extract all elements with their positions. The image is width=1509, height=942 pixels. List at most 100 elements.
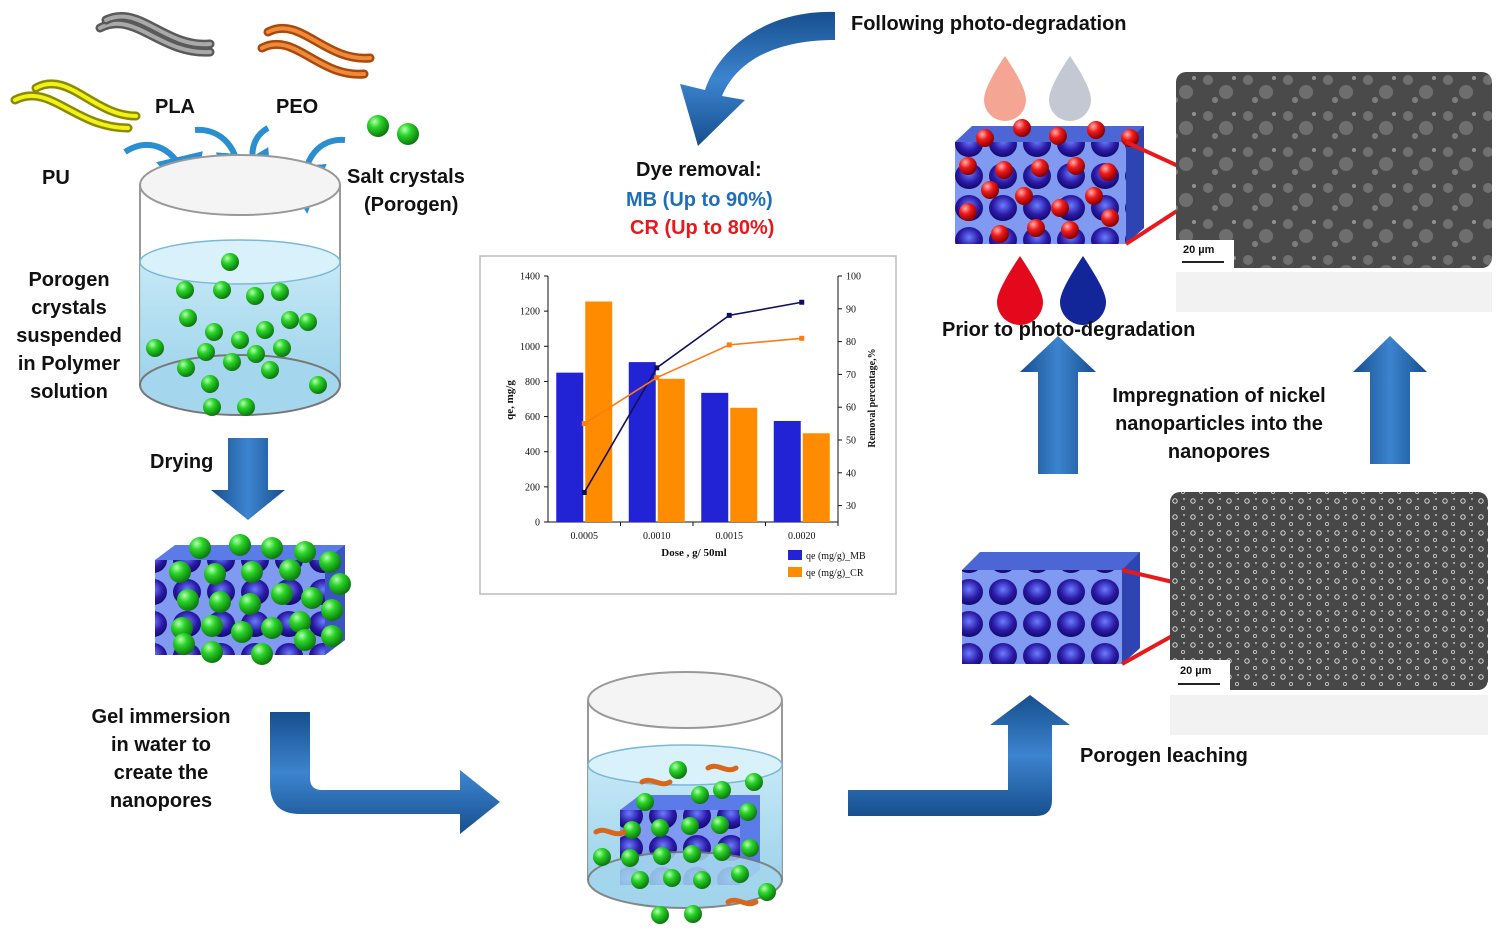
beaker-polymer-solution	[139, 154, 341, 416]
y2-tick-label: 60	[846, 403, 856, 414]
porogen-crystal-icon	[176, 281, 194, 299]
porogen-crystal-icon	[246, 287, 264, 305]
nickel-nanoparticle-icon	[976, 129, 994, 147]
impregnation-line: nanoparticles into the	[1115, 413, 1323, 435]
bar-cr	[730, 407, 758, 522]
dye-removal-chart: 0200400600800100012001400304050607080901…	[520, 272, 861, 543]
porogen-crystal-icon	[739, 803, 757, 821]
porogen-crystal-icon	[621, 849, 639, 867]
faded-mb-drop-icon	[1049, 56, 1091, 121]
removal-point-cr	[581, 421, 587, 427]
gel-immersion-line: Gel immersion	[91, 706, 231, 728]
porogen-crystal-icon	[281, 311, 299, 329]
porogen-crystal-icon	[299, 313, 317, 331]
nickel-nanoparticle-icon	[1087, 121, 1105, 139]
porogen-crystal-icon	[201, 641, 223, 663]
cr-dye-drop-icon	[997, 256, 1043, 325]
nickel-nanoparticle-icon	[1031, 159, 1049, 177]
label-dye-removal: Dye removal:	[636, 159, 762, 181]
porogen-crystal-icon	[205, 323, 223, 341]
nickel-nanoparticle-icon	[1013, 119, 1031, 137]
bar-mb	[556, 372, 584, 522]
chart-xlabel: Dose , g/ 50ml	[661, 547, 726, 559]
label-porogen-paren: (Porogen)	[364, 194, 459, 216]
nickel-nanoparticle-icon	[1101, 209, 1119, 227]
nickel-nanoparticle-icon	[1061, 221, 1079, 239]
porogen-crystal-icon	[758, 883, 776, 901]
polymer-strand-icon	[705, 763, 739, 773]
gel-immersion-line: nanopores	[109, 790, 213, 812]
label-peo: PEO	[276, 96, 319, 118]
bar-cr	[657, 378, 685, 522]
impregnation-line: nanopores	[1167, 441, 1271, 463]
porogen-crystal-icon	[321, 599, 343, 621]
porogen-crystal-icon	[179, 309, 197, 327]
chart-legend: qe (mg/g)_MB qe (mg/g)_CR	[788, 550, 866, 579]
scale-bar-label-leached: 20 µm	[1180, 665, 1212, 677]
porogen-crystal-icon	[256, 321, 274, 339]
porogen-crystal-icon	[261, 361, 279, 379]
porogen-crystal-icon	[177, 359, 195, 377]
porogen-crystal-icon	[693, 871, 711, 889]
porogen-crystal-icon	[204, 563, 226, 585]
y-tick-label: 0	[535, 518, 540, 529]
nickel-nanoparticle-icon	[1099, 163, 1117, 181]
x-tick-label: 0.0015	[716, 531, 744, 542]
porogen-crystal-icon	[223, 353, 241, 371]
porogen-crystal-icon	[713, 781, 731, 799]
y2-tick-label: 80	[846, 337, 856, 348]
porogen-crystal-icon	[171, 617, 193, 639]
porogen-crystal-icon	[231, 621, 253, 643]
label-pla: PLA	[155, 96, 195, 118]
label-gel-immersion: Gel immersion in water to create the nan…	[80, 703, 242, 815]
porogen-crystal-icon	[741, 839, 759, 857]
x-tick-label: 0.0020	[788, 531, 816, 542]
bar-cr	[802, 433, 830, 522]
porogen-crystals-line: crystals	[31, 297, 107, 319]
polymer-strand-icon	[593, 827, 627, 837]
chart-y2label: Removal percentage,%	[867, 348, 878, 447]
porogen-crystal-icon	[663, 869, 681, 887]
label-prior-photo-degradation: Prior to photo-degradation	[942, 319, 1196, 341]
up-arrow-impregnation-icon	[1020, 336, 1096, 474]
nickel-nanoparticle-icon	[1015, 187, 1033, 205]
porogen-crystal-icon	[271, 283, 289, 301]
sem-image-nickel	[1176, 72, 1492, 312]
porogen-crystal-icon	[691, 786, 709, 804]
removal-point-cr	[726, 342, 732, 348]
porogen-crystal-icon	[209, 591, 231, 613]
porogen-crystal-icon	[169, 561, 191, 583]
gel-immersion-arrow-icon	[270, 712, 500, 834]
porogen-crystal-icon	[593, 848, 611, 866]
porogen-crystal-icon	[301, 587, 323, 609]
removal-point-cr	[654, 375, 660, 381]
removal-point-mb	[581, 489, 587, 495]
sem-image-leached	[1170, 492, 1488, 735]
curved-arrow-icon	[680, 11, 835, 146]
label-drying: Drying	[150, 451, 214, 473]
polymer-strand-icon	[639, 777, 673, 787]
porogen-crystal-icon	[241, 561, 263, 583]
removal-line-mb	[583, 301, 802, 493]
legend-label-cr: qe (mg/g)_CR	[806, 568, 864, 579]
nickel-nanoparticle-icon	[991, 225, 1009, 243]
nickel-nanoparticle-icon	[959, 157, 977, 175]
polymer-strand-pla-icon	[95, 12, 215, 57]
nickel-nanoparticle-icon	[1067, 157, 1085, 175]
polymer-strand-peo-icon	[257, 23, 375, 79]
nickel-nanoparticles	[959, 119, 1139, 243]
label-mb-removal: MB (Up to 90%)	[626, 189, 773, 211]
porogen-crystal-icon	[669, 761, 687, 779]
removal-point-mb	[726, 312, 732, 318]
porogen-crystal-icon	[631, 871, 649, 889]
porogen-crystal-icon	[683, 845, 701, 863]
y-tick-label: 1200	[520, 307, 540, 318]
leached-crystals-and-strands	[593, 761, 776, 924]
removal-point-cr	[799, 335, 805, 341]
porogen-crystal-icon	[221, 253, 239, 271]
porogen-crystal-icon	[731, 865, 749, 883]
porogen-crystal-icon	[321, 625, 343, 647]
embedded-porogen-crystals	[169, 534, 351, 665]
porogen-crystal-icon	[294, 541, 316, 563]
nickel-nanoparticle-icon	[1049, 127, 1067, 145]
